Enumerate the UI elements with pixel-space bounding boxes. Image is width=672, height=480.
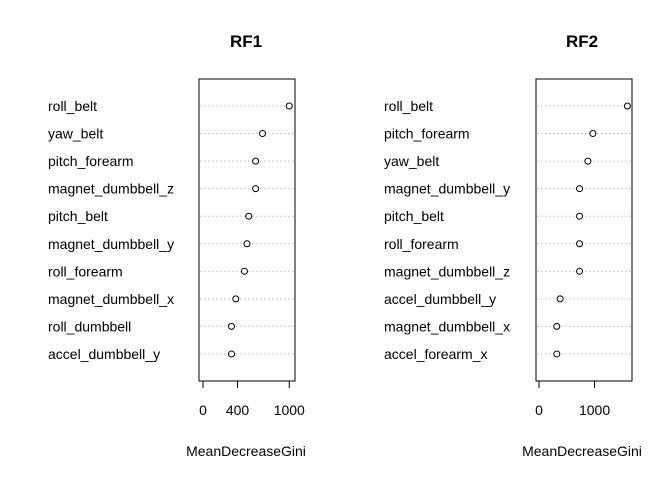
category-label: magnet_dumbbell_x [48, 291, 174, 307]
category-label: roll_forearm [48, 263, 123, 279]
category-label: accel_dumbbell_y [48, 346, 160, 362]
data-point [589, 130, 597, 138]
data-point [553, 322, 561, 330]
category-label: accel_dumbbell_y [384, 291, 496, 307]
x-tick-label: 1000 [274, 402, 305, 418]
category-label: pitch_forearm [384, 126, 470, 142]
data-point [252, 185, 260, 193]
data-point [259, 130, 267, 138]
data-point [252, 157, 260, 165]
data-point [243, 240, 251, 248]
x-tick-label: 400 [226, 402, 250, 418]
chart-title: RF2 [566, 32, 598, 51]
data-point [584, 157, 592, 165]
data-point [245, 212, 253, 220]
x-axis-label: MeanDecreaseGini [522, 443, 642, 459]
chart-panel-rf1: RF1 roll_belt yaw_belt pitch_forearm magnet_… [48, 32, 306, 459]
data-point [553, 350, 561, 358]
x-axis-label: MeanDecreaseGini [186, 443, 306, 459]
data-point [232, 295, 240, 303]
category-label: magnet_dumbbell_z [384, 263, 510, 279]
category-label: roll_forearm [384, 236, 459, 252]
category-label: magnet_dumbbell_z [48, 181, 174, 197]
data-point [556, 295, 564, 303]
data-point [576, 212, 584, 220]
category-label: magnet_dumbbell_y [384, 181, 510, 197]
data-point [227, 350, 235, 358]
category-label: magnet_dumbbell_y [48, 236, 174, 252]
category-label: yaw_belt [384, 153, 439, 169]
plot-frame [535, 78, 633, 382]
category-label: pitch_forearm [48, 153, 134, 169]
category-label: roll_dumbbell [48, 318, 131, 334]
x-tick-label: 1000 [579, 402, 610, 418]
plot-frame [198, 78, 296, 382]
category-label: pitch_belt [48, 208, 108, 224]
category-label: accel_forearm_x [384, 346, 488, 362]
chart-title: RF1 [230, 32, 262, 51]
category-label: yaw_belt [48, 126, 103, 142]
category-label: roll_belt [384, 98, 433, 114]
chart-panel-rf2: RF2 roll_belt pitch_forearm yaw_belt magnet_… [384, 32, 642, 459]
category-label: pitch_belt [384, 208, 444, 224]
data-point [576, 240, 584, 248]
data-point [240, 267, 248, 275]
data-point [576, 267, 584, 275]
data-point [285, 102, 293, 110]
data-point [227, 322, 235, 330]
category-label: roll_belt [48, 98, 97, 114]
x-tick-label: 0 [535, 402, 543, 418]
data-point [576, 185, 584, 193]
x-tick-label: 0 [199, 402, 207, 418]
data-point [623, 102, 631, 110]
category-label: magnet_dumbbell_x [384, 318, 510, 334]
